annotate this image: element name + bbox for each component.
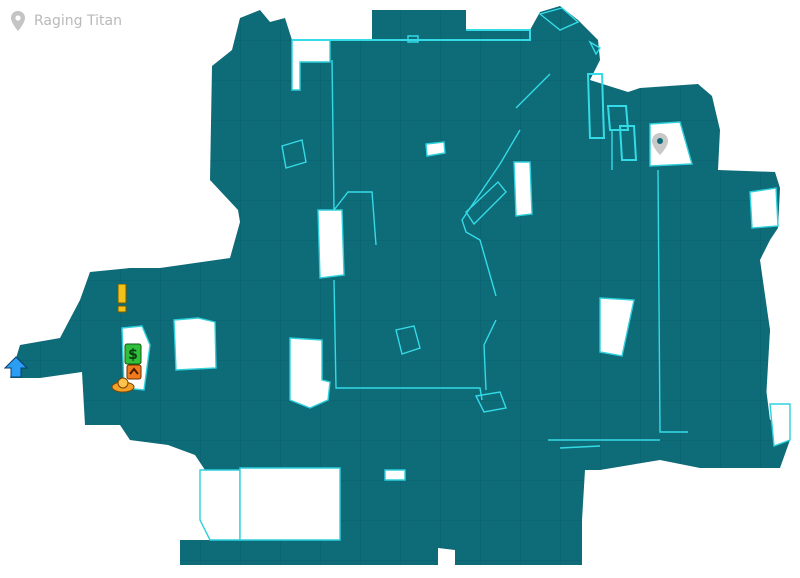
- location-name: Raging Titan: [34, 13, 122, 29]
- location-label: Raging Titan: [10, 10, 122, 32]
- void-left-hall: [173, 317, 217, 371]
- wall-room-small-1: [281, 139, 307, 169]
- wall-center-divider: [331, 59, 483, 401]
- right-wing-room: [640, 160, 778, 440]
- void-bottom-gap: [239, 467, 341, 541]
- void-right-tall: [649, 121, 693, 167]
- exit-arrow-icon[interactable]: [4, 356, 28, 378]
- void-left-panel: [317, 209, 345, 279]
- void-bottom-gap-2: [384, 469, 406, 481]
- wall-lower-edge: [548, 439, 660, 449]
- void-right-block: [749, 187, 779, 229]
- quest-exclamation-icon[interactable]: [112, 284, 132, 314]
- destination-pin-icon[interactable]: [651, 132, 669, 156]
- wall-diag-room: [465, 180, 507, 226]
- main-deck-area: [10, 6, 790, 565]
- void-center-strip: [513, 161, 533, 217]
- wall-right-column: [611, 130, 688, 433]
- wall-right-cabins: [586, 73, 638, 161]
- map-pin-icon: [11, 11, 25, 31]
- wall-room-small-3: [474, 391, 507, 413]
- wall-top-strip: [292, 29, 531, 41]
- void-right-strip: [599, 297, 635, 357]
- void-lower-floor: [199, 469, 241, 541]
- void-mid-box: [425, 141, 446, 157]
- wall-top-box: [407, 35, 419, 43]
- vendor-dollar-icon[interactable]: $: [124, 343, 142, 365]
- void-lower-left: [289, 337, 331, 409]
- void-right-lower: [769, 403, 791, 447]
- upgrade-orange-icon[interactable]: [126, 364, 142, 380]
- player-marker-icon[interactable]: [110, 374, 136, 396]
- svg-text:$: $: [128, 347, 138, 363]
- wall-room-small-2: [395, 325, 421, 355]
- wall-central-diagonals: [461, 73, 551, 391]
- wall-top-right-rooms: [538, 7, 601, 56]
